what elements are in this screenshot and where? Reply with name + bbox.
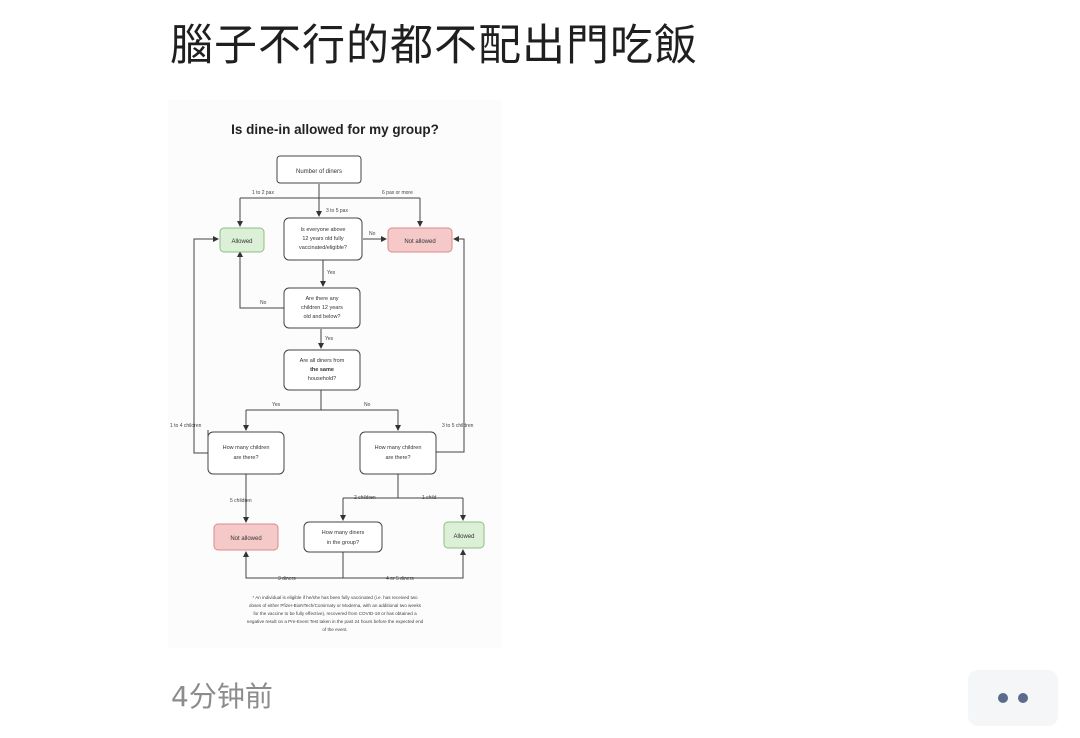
node-start: Number of diners [276,155,362,184]
edge-label: 1 to 2 pax [252,190,274,196]
svg-text:the same: the same [310,367,334,373]
svg-text:are there?: are there? [233,455,258,461]
edge-label: 4 or 5 diners [386,576,414,582]
edge-label: Yes [327,270,336,276]
edge-label: 3 to 5 children [442,423,474,429]
edge-label: No [364,402,371,408]
edge-label: Yes [325,336,334,342]
more-dots-icon [998,693,1008,703]
flowchart-diagram: Is dine-in allowed for my group? [170,122,485,632]
svg-text:household?: household? [308,376,336,382]
node-not-allowed-1: Not allowed [387,227,453,253]
edge-label: 3 to 5 pax [326,208,348,214]
svg-text:negative result on a Pre-Event: negative result on a Pre-Event Test take… [247,619,424,624]
svg-text:Allowed: Allowed [453,534,474,540]
node-children-count-left: How many children are there? [207,431,285,475]
edge-label: 5 children [230,498,252,504]
node-not-allowed-2: Not allowed [213,523,279,551]
svg-text:Allowed: Allowed [231,239,252,245]
node-children-count-right: How many children are there? [359,431,437,475]
svg-text:Are all diners from: Are all diners from [300,358,345,364]
post-image[interactable]: Is dine-in allowed for my group? [168,100,502,648]
svg-text:Is everyone above: Is everyone above [301,227,346,233]
edge-label: 1 to 4 children [170,423,202,429]
svg-text:12 years old fully: 12 years old fully [302,236,344,242]
edge-label: 3 diners [278,576,296,582]
edge-label: 2 children [354,495,376,501]
node-children-question: Are there any children 12 years old and … [283,287,361,329]
svg-text:How many children: How many children [375,445,422,451]
flowchart-footnote: * An individual is eligible if he/she ha… [247,595,424,632]
node-household-question: Are all diners from the same household? [283,349,361,391]
svg-text:Not allowed: Not allowed [230,536,261,542]
edge-label: Yes [272,402,281,408]
more-options-button[interactable] [968,670,1058,726]
svg-text:How many diners: How many diners [322,530,365,536]
edge-label: No [369,231,376,237]
svg-text:are there?: are there? [385,455,410,461]
edge-label: No [260,300,267,306]
edge-label: 1 child [422,495,437,501]
svg-text:doses of either Pfizer-BioNTec: doses of either Pfizer-BioNTech/Comirnat… [249,603,422,608]
svg-text:Are there any: Are there any [305,296,338,302]
node-allowed-1: Allowed [219,227,265,253]
svg-text:Not allowed: Not allowed [404,239,435,245]
svg-text:How many children: How many children [223,445,270,451]
edge-label: 6 pax or more [382,190,413,196]
svg-text:for the vaccine to be fully ef: for the vaccine to be fully effective), … [253,611,417,616]
svg-text:of the event.: of the event. [322,627,347,632]
post-timestamp: 4分钟前 [171,680,273,713]
svg-text:children 12 years: children 12 years [301,305,343,311]
flowchart-title: Is dine-in allowed for my group? [231,122,439,137]
node-diners-question: How many diners in the group? [303,521,383,553]
node-allowed-2: Allowed [443,521,485,549]
svg-text:in the group?: in the group? [327,540,359,546]
svg-text:Number of diners: Number of diners [296,169,342,175]
svg-text:vaccinated/eligible?: vaccinated/eligible? [299,245,347,251]
post-text: 腦子不行的都不配出門吃飯 [170,21,698,71]
node-vaccinated-question: Is everyone above 12 years old fully vac… [283,217,363,261]
more-dots-icon [1018,693,1028,703]
svg-text:* An individual is eligible if: * An individual is eligible if he/she ha… [252,595,418,600]
svg-text:old and below?: old and below? [303,314,340,320]
